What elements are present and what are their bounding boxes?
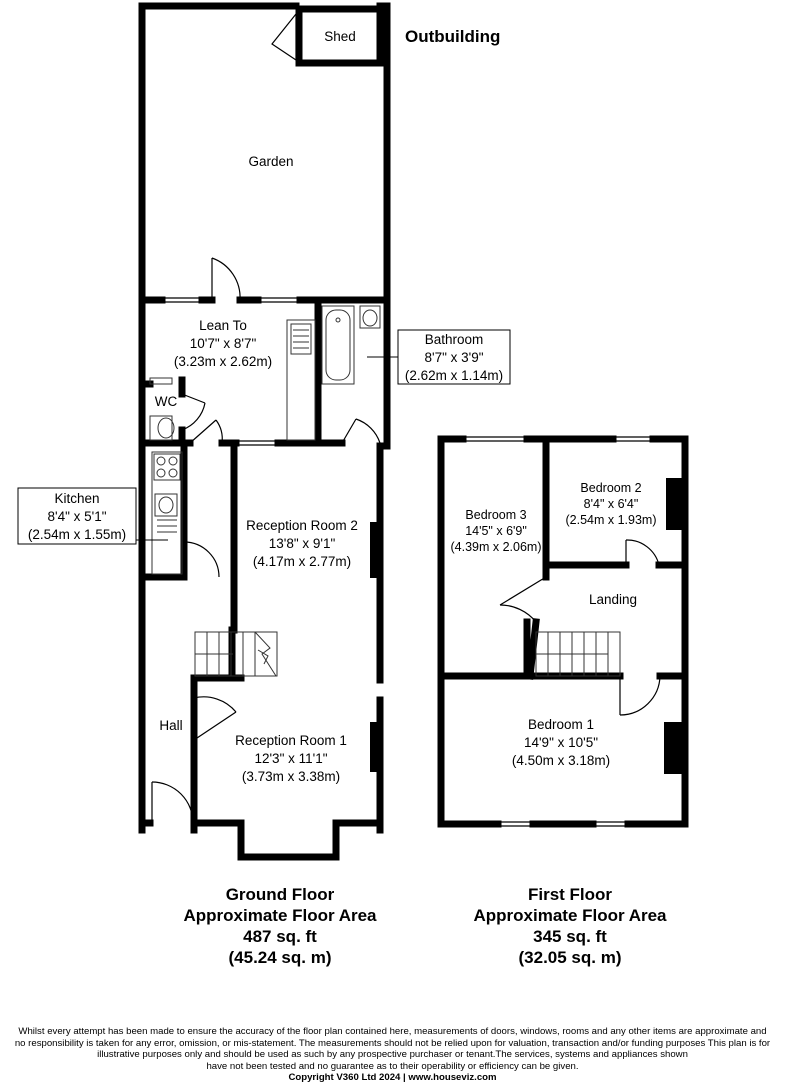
disclaimer-line: illustrative purposes only and should be…: [97, 1049, 688, 1061]
basin-icon: [359, 305, 381, 329]
svg-text:12'3" x 11'1": 12'3" x 11'1": [254, 751, 327, 766]
svg-text:14'5" x 6'9": 14'5" x 6'9": [465, 524, 527, 538]
svg-text:10'7" x 8'7": 10'7" x 8'7": [190, 336, 257, 351]
svg-text:(3.73m x 3.38m): (3.73m x 3.38m): [242, 769, 340, 784]
svg-text:Lean To: Lean To: [199, 318, 247, 333]
disclaimer: Whilst every attempt has been made to en…: [0, 1026, 785, 1084]
svg-text:8'7" x 3'9": 8'7" x 3'9": [424, 350, 483, 365]
bedroom-3-label: Bedroom 3 14'5" x 6'9" (4.39m x 2.06m): [450, 508, 541, 554]
lean-to-label: Lean To 10'7" x 8'7" (3.23m x 2.62m): [174, 318, 272, 369]
svg-text:Bathroom: Bathroom: [425, 332, 484, 347]
copyright-notice: Copyright V360 Ltd 2024 | www.houseviz.c…: [288, 1072, 497, 1084]
bedroom-1-label: Bedroom 1 14'9" x 10'5" (4.50m x 3.18m): [512, 717, 610, 768]
ground-floor-subtitle: Approximate Floor Area: [183, 906, 377, 925]
hob-icon: [151, 451, 183, 575]
first-floor-subtitle: Approximate Floor Area: [473, 906, 667, 925]
hall-label: Hall: [159, 718, 182, 733]
svg-text:(4.39m x 2.06m): (4.39m x 2.06m): [450, 540, 541, 554]
svg-text:(2.54m x 1.93m): (2.54m x 1.93m): [565, 513, 656, 527]
fireplace-icon: [370, 478, 683, 774]
svg-text:8'4" x 6'4": 8'4" x 6'4": [584, 497, 639, 511]
door-swings: [151, 257, 661, 824]
svg-text:Reception Room 2: Reception Room 2: [246, 518, 358, 533]
svg-text:8'4" x 5'1": 8'4" x 5'1": [47, 509, 106, 524]
sink-icon: [286, 319, 316, 441]
ground-floor-title: Ground Floor: [225, 885, 335, 904]
svg-text:Bedroom 1: Bedroom 1: [528, 717, 594, 732]
ground-floor-area-sqm: (45.24 sq. m): [228, 948, 332, 967]
staircase-icon: [194, 631, 278, 677]
first-floor-title: First Floor: [527, 885, 613, 904]
svg-text:13'8" x 9'1": 13'8" x 9'1": [269, 536, 336, 551]
svg-text:(2.62m x 1.14m): (2.62m x 1.14m): [405, 368, 503, 383]
svg-text:14'9" x 10'5": 14'9" x 10'5": [524, 735, 598, 750]
ground-floor-summary: Ground Floor Approximate Floor Area 487 …: [140, 884, 420, 968]
svg-text:(4.50m x 3.18m): (4.50m x 3.18m): [512, 753, 610, 768]
svg-text:Kitchen: Kitchen: [54, 491, 99, 506]
first-floor-summary: First Floor Approximate Floor Area 345 s…: [430, 884, 710, 968]
svg-text:Bedroom 3: Bedroom 3: [465, 508, 526, 522]
disclaimer-line: Whilst every attempt has been made to en…: [18, 1026, 767, 1037]
svg-text:Reception Room 1: Reception Room 1: [235, 733, 347, 748]
bathtub-icon: [321, 305, 355, 385]
outbuilding-heading: Outbuilding: [405, 27, 500, 46]
toilet-icon: [149, 377, 175, 441]
garden-label: Garden: [248, 154, 293, 169]
reception-room-2-label: Reception Room 2 13'8" x 9'1" (4.17m x 2…: [246, 518, 358, 569]
bedroom-2-label: Bedroom 2 8'4" x 6'4" (2.54m x 1.93m): [565, 481, 656, 527]
shed: Shed: [271, 5, 384, 67]
first-floor-area-sqm: (32.05 sq. m): [518, 948, 622, 967]
disclaimer-line: no responsibility is taken for any error…: [14, 1037, 771, 1049]
disclaimer-line: have not been tested and no guarantee as…: [206, 1060, 579, 1072]
svg-text:Bedroom 2: Bedroom 2: [580, 481, 641, 495]
svg-text:(2.54m x 1.55m): (2.54m x 1.55m): [28, 527, 126, 542]
shed-label: Shed: [324, 29, 356, 44]
reception-room-1-label: Reception Room 1 12'3" x 11'1" (3.73m x …: [235, 733, 347, 784]
bathroom-callout: Bathroom 8'7" x 3'9" (2.62m x 1.14m): [367, 329, 511, 385]
wc-label: WC: [155, 394, 178, 409]
staircase-icon: [535, 631, 621, 677]
ground-floor-area-sqft: 487 sq. ft: [243, 927, 317, 946]
first-floor-area-sqft: 345 sq. ft: [533, 927, 607, 946]
landing-label: Landing: [589, 592, 637, 607]
svg-text:(3.23m x 2.62m): (3.23m x 2.62m): [174, 354, 272, 369]
windows: [162, 297, 653, 860]
svg-text:(4.17m x 2.77m): (4.17m x 2.77m): [253, 554, 351, 569]
ground-floor-walls: [138, 2, 391, 861]
kitchen-callout: Kitchen 8'4" x 5'1" (2.54m x 1.55m): [17, 487, 168, 545]
